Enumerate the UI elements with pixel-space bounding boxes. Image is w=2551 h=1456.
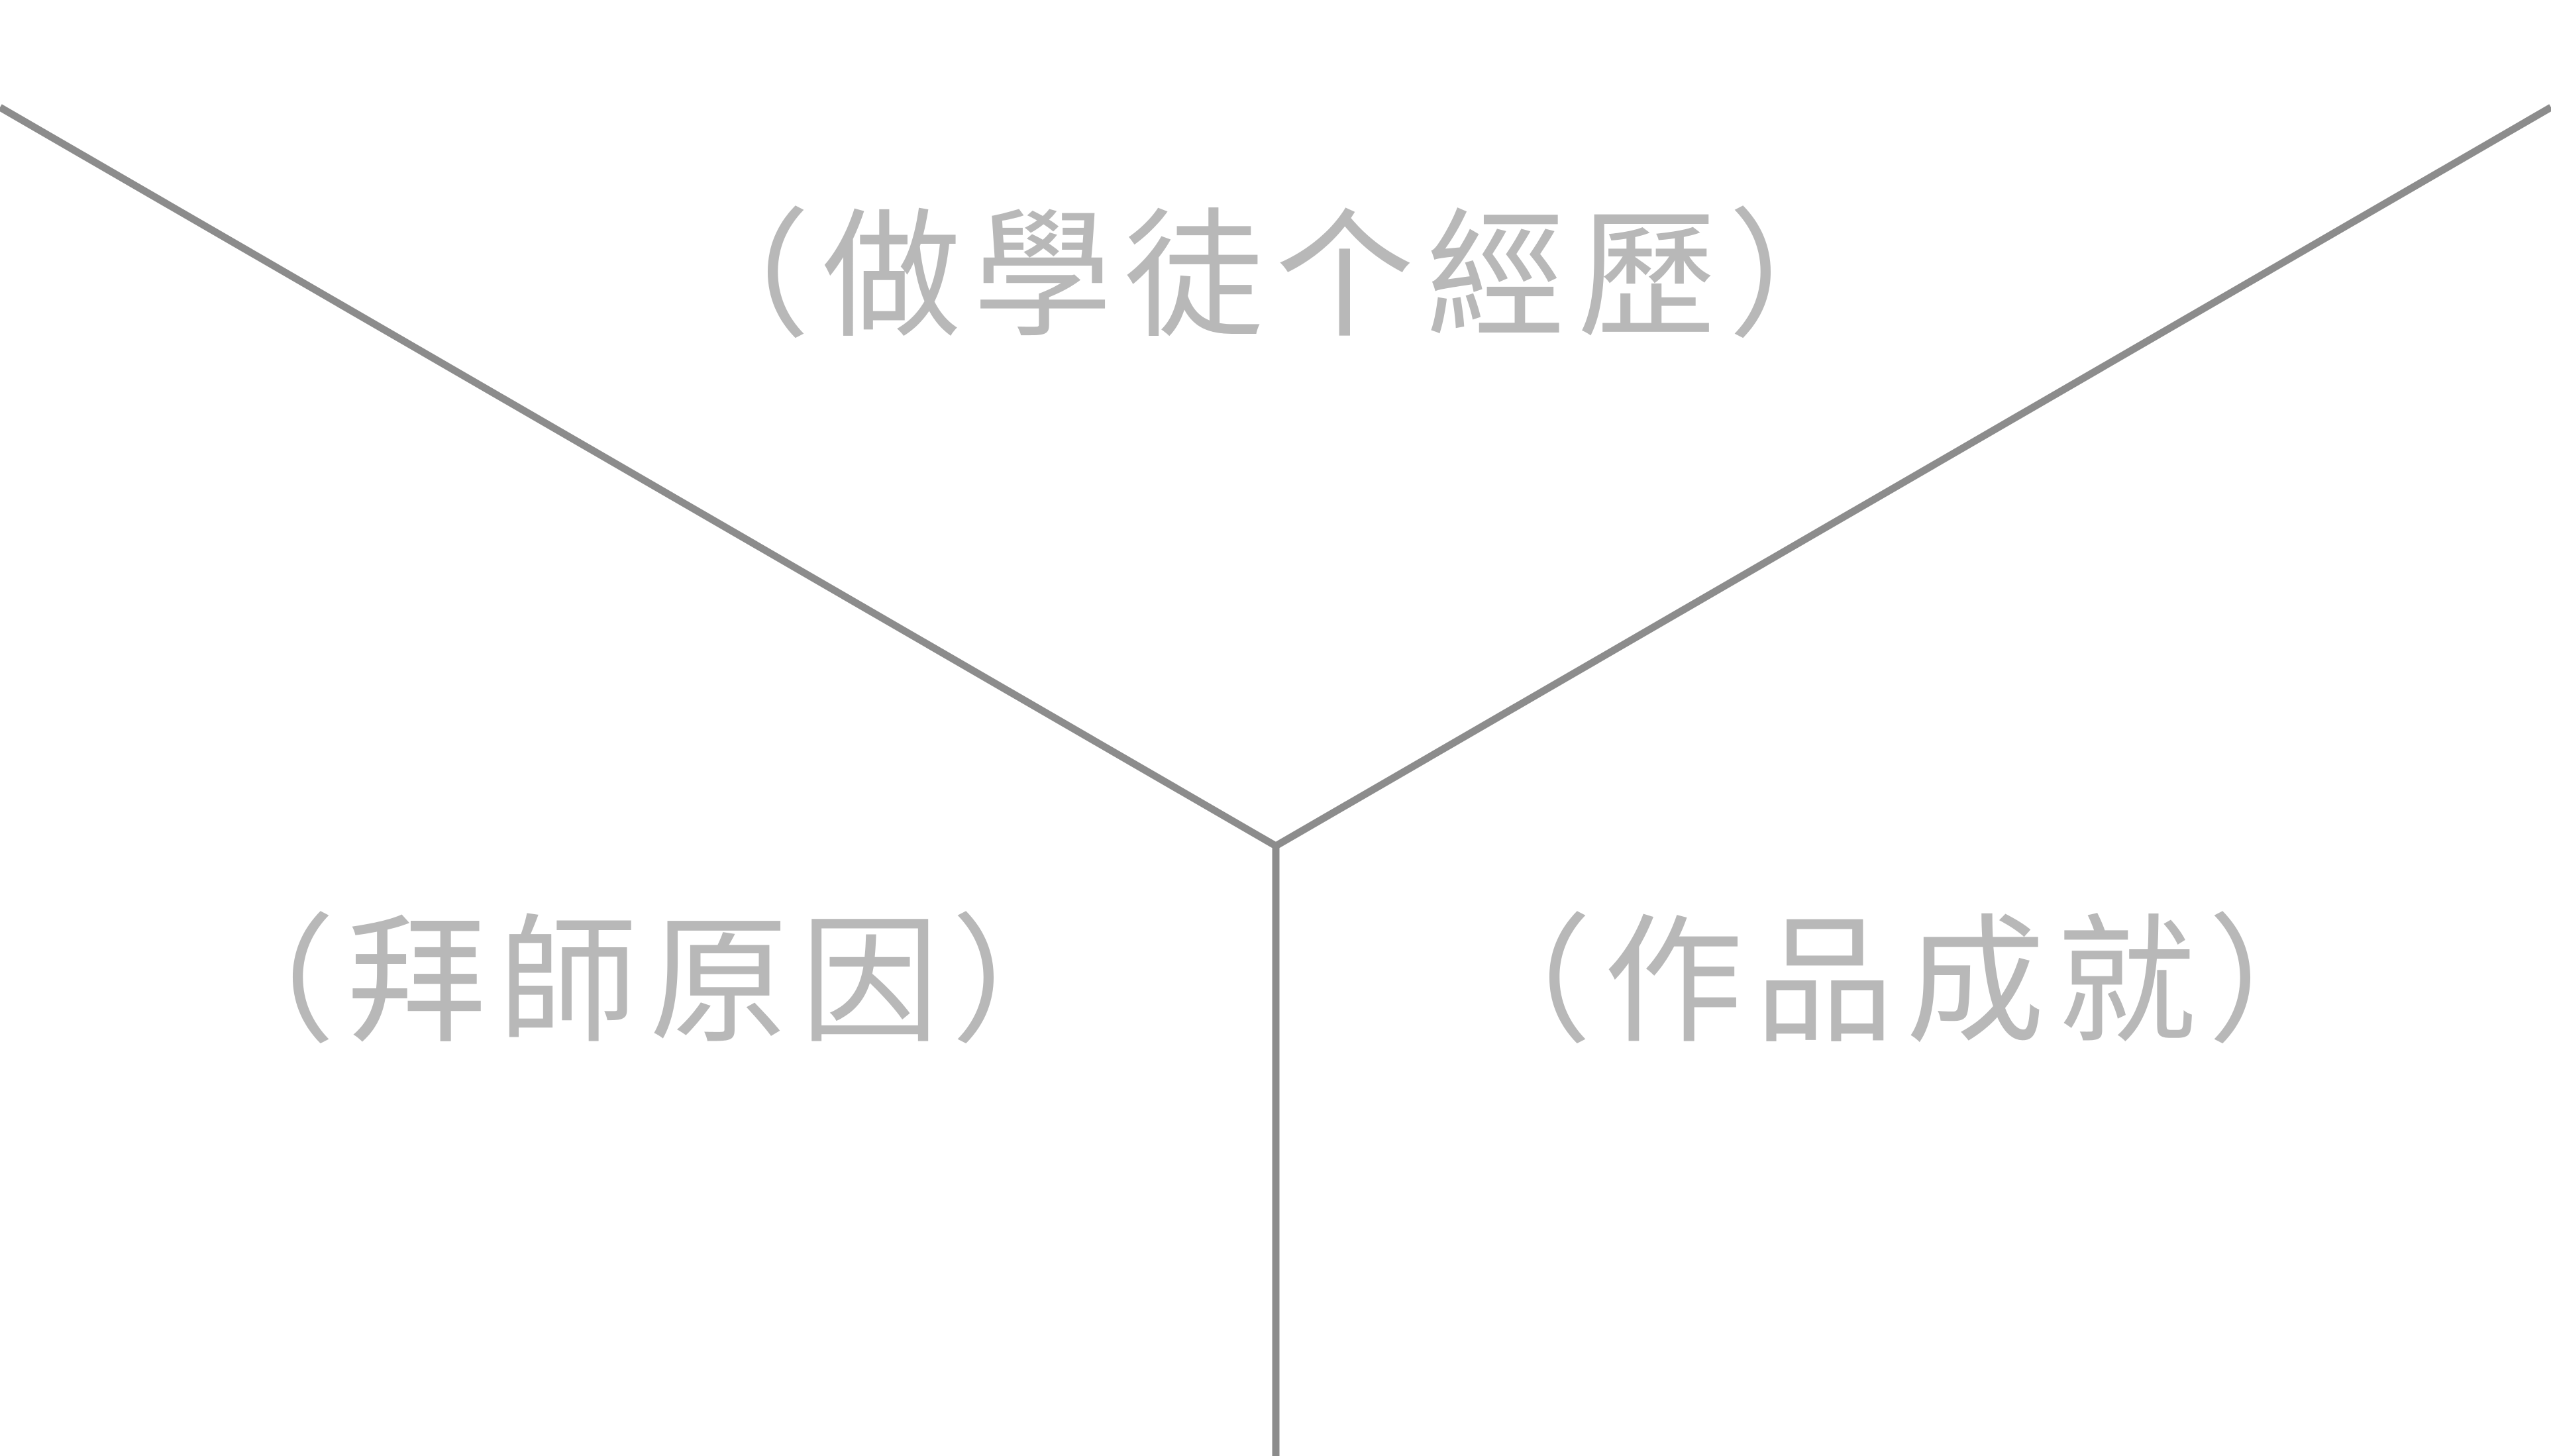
divider-line-left — [0, 104, 1278, 849]
section-label-reason-for-apprenticeship: （拜師原因） — [195, 901, 1103, 1063]
divider-line-right — [1274, 104, 2551, 849]
section-label-work-achievements: （作品成就） — [1452, 901, 2360, 1063]
section-label-apprenticeship-experience: （做學徒个經歷） — [670, 195, 1880, 358]
